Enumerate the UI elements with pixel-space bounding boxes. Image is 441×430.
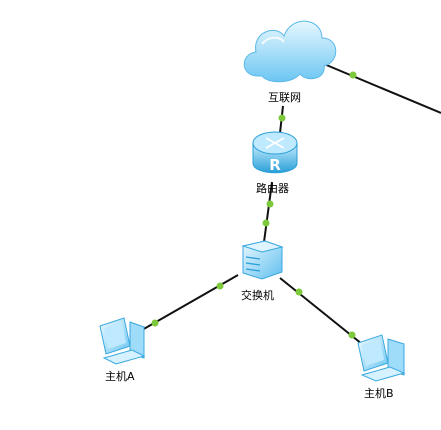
port-dot [216,282,224,290]
switch-label: 交换机 [241,289,274,302]
pc-icon[interactable] [357,334,406,382]
port-dot [262,219,270,227]
port-dot [348,331,356,339]
port-dot [349,71,357,79]
links [141,63,441,345]
switch-icon[interactable] [241,240,284,280]
port-dot [266,200,274,208]
link-router-switch[interactable] [263,181,273,243]
router-label: 路由器 [256,182,289,195]
internet-label: 互联网 [268,91,301,104]
port-indicators [151,71,357,339]
cloud-icon[interactable] [243,20,337,83]
port-dot [151,319,159,327]
host-a-label: 主机A [105,370,135,383]
port-dot [295,288,303,296]
link-internet-outbound[interactable] [323,63,441,114]
router-icon[interactable]: R [252,131,298,174]
port-dot [278,114,286,122]
pc-icon[interactable] [99,317,146,365]
host-b-label: 主机B [364,387,394,400]
link-switch-host-b[interactable] [279,277,363,345]
svg-text:R: R [269,156,281,174]
